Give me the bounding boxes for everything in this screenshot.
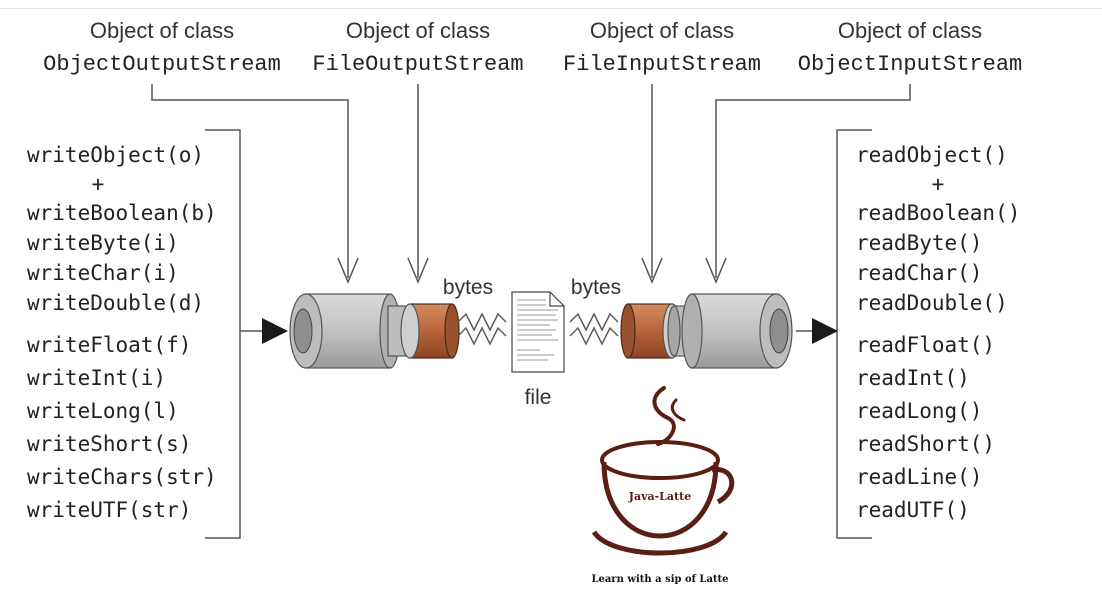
write-methods-bracket bbox=[205, 129, 241, 539]
read-methods-bracket bbox=[836, 129, 872, 539]
logo-brand: Java-Latte bbox=[628, 490, 691, 503]
object-output-stream-cylinder-icon bbox=[289, 293, 415, 369]
bytes-label-right: bytes bbox=[571, 276, 621, 299]
class-label-file-input: Object of class FileInputStream bbox=[563, 18, 761, 77]
write-method: writeInt(i) bbox=[27, 366, 166, 390]
leader-object-output bbox=[151, 84, 349, 278]
file-output-stream-cylinder-icon bbox=[400, 303, 460, 359]
read-method: readBoolean() bbox=[856, 201, 1020, 225]
svg-text:FileOutputStream: FileOutputStream bbox=[312, 52, 523, 77]
class-label-object-input: Object of class ObjectInputStream bbox=[798, 18, 1022, 77]
read-method: readUTF() bbox=[856, 498, 970, 522]
read-method: readDouble() bbox=[856, 291, 1008, 315]
file-label: file bbox=[525, 386, 552, 409]
logo-tagline: Learn with a sip of Latte bbox=[591, 574, 728, 585]
arrowhead-file-output bbox=[407, 257, 429, 284]
read-method: readByte() bbox=[856, 231, 982, 255]
svg-text:Object of class: Object of class bbox=[590, 18, 734, 43]
read-method: readShort() bbox=[856, 432, 995, 456]
write-method: writeShort(s) bbox=[27, 432, 191, 456]
write-method: writeChar(i) bbox=[27, 261, 179, 285]
svg-text:Object of class: Object of class bbox=[838, 18, 982, 43]
write-method: writeUTF(str) bbox=[27, 498, 191, 522]
write-method: writeChars(str) bbox=[27, 465, 217, 489]
read-method: readChar() bbox=[856, 261, 982, 285]
class-label-file-output: Object of class FileOutputStream bbox=[312, 18, 523, 77]
read-method: readFloat() bbox=[856, 333, 995, 357]
bytes-zigzag-left-icon bbox=[457, 312, 507, 346]
write-flow-arrowhead bbox=[262, 318, 288, 344]
svg-text:FileInputStream: FileInputStream bbox=[563, 52, 761, 77]
read-flow-arrowhead bbox=[812, 318, 838, 344]
write-method: writeByte(i) bbox=[27, 231, 179, 255]
arrowhead-object-output bbox=[337, 257, 359, 284]
write-method: writeDouble(d) bbox=[27, 291, 204, 315]
svg-text:ObjectInputStream: ObjectInputStream bbox=[798, 52, 1022, 77]
write-method-object: writeObject(o) bbox=[27, 143, 204, 167]
write-method: writeFloat(f) bbox=[27, 333, 191, 357]
write-methods-list: writeObject(o) + writeBoolean(b) writeBy… bbox=[27, 143, 217, 522]
write-method: writeLong(l) bbox=[27, 399, 179, 423]
write-plus: + bbox=[92, 172, 105, 196]
arrowhead-object-input bbox=[705, 257, 727, 284]
object-input-stream-cylinder-icon bbox=[667, 293, 793, 369]
read-method: readLong() bbox=[856, 399, 982, 423]
leader-object-input bbox=[715, 84, 911, 278]
read-method: readInt() bbox=[856, 366, 970, 390]
read-method: readLine() bbox=[856, 465, 982, 489]
read-plus: + bbox=[932, 172, 945, 196]
java-latte-logo: Java-Latte Learn with a sip of Latte bbox=[591, 386, 735, 585]
svg-text:ObjectOutputStream: ObjectOutputStream bbox=[43, 52, 281, 77]
file-document-icon bbox=[511, 291, 565, 373]
read-method-object: readObject() bbox=[856, 143, 1008, 167]
read-methods-list: readObject() + readBoolean() readByte() … bbox=[856, 143, 1020, 522]
bytes-label-left: bytes bbox=[443, 276, 493, 299]
svg-text:Object of class: Object of class bbox=[346, 18, 490, 43]
bytes-zigzag-right-icon bbox=[569, 312, 619, 346]
arrowhead-file-input bbox=[641, 257, 663, 284]
svg-text:Object of class: Object of class bbox=[90, 18, 234, 43]
top-divider bbox=[0, 0, 1102, 9]
class-label-object-output: Object of class ObjectOutputStream bbox=[43, 18, 281, 77]
write-method: writeBoolean(b) bbox=[27, 201, 217, 225]
